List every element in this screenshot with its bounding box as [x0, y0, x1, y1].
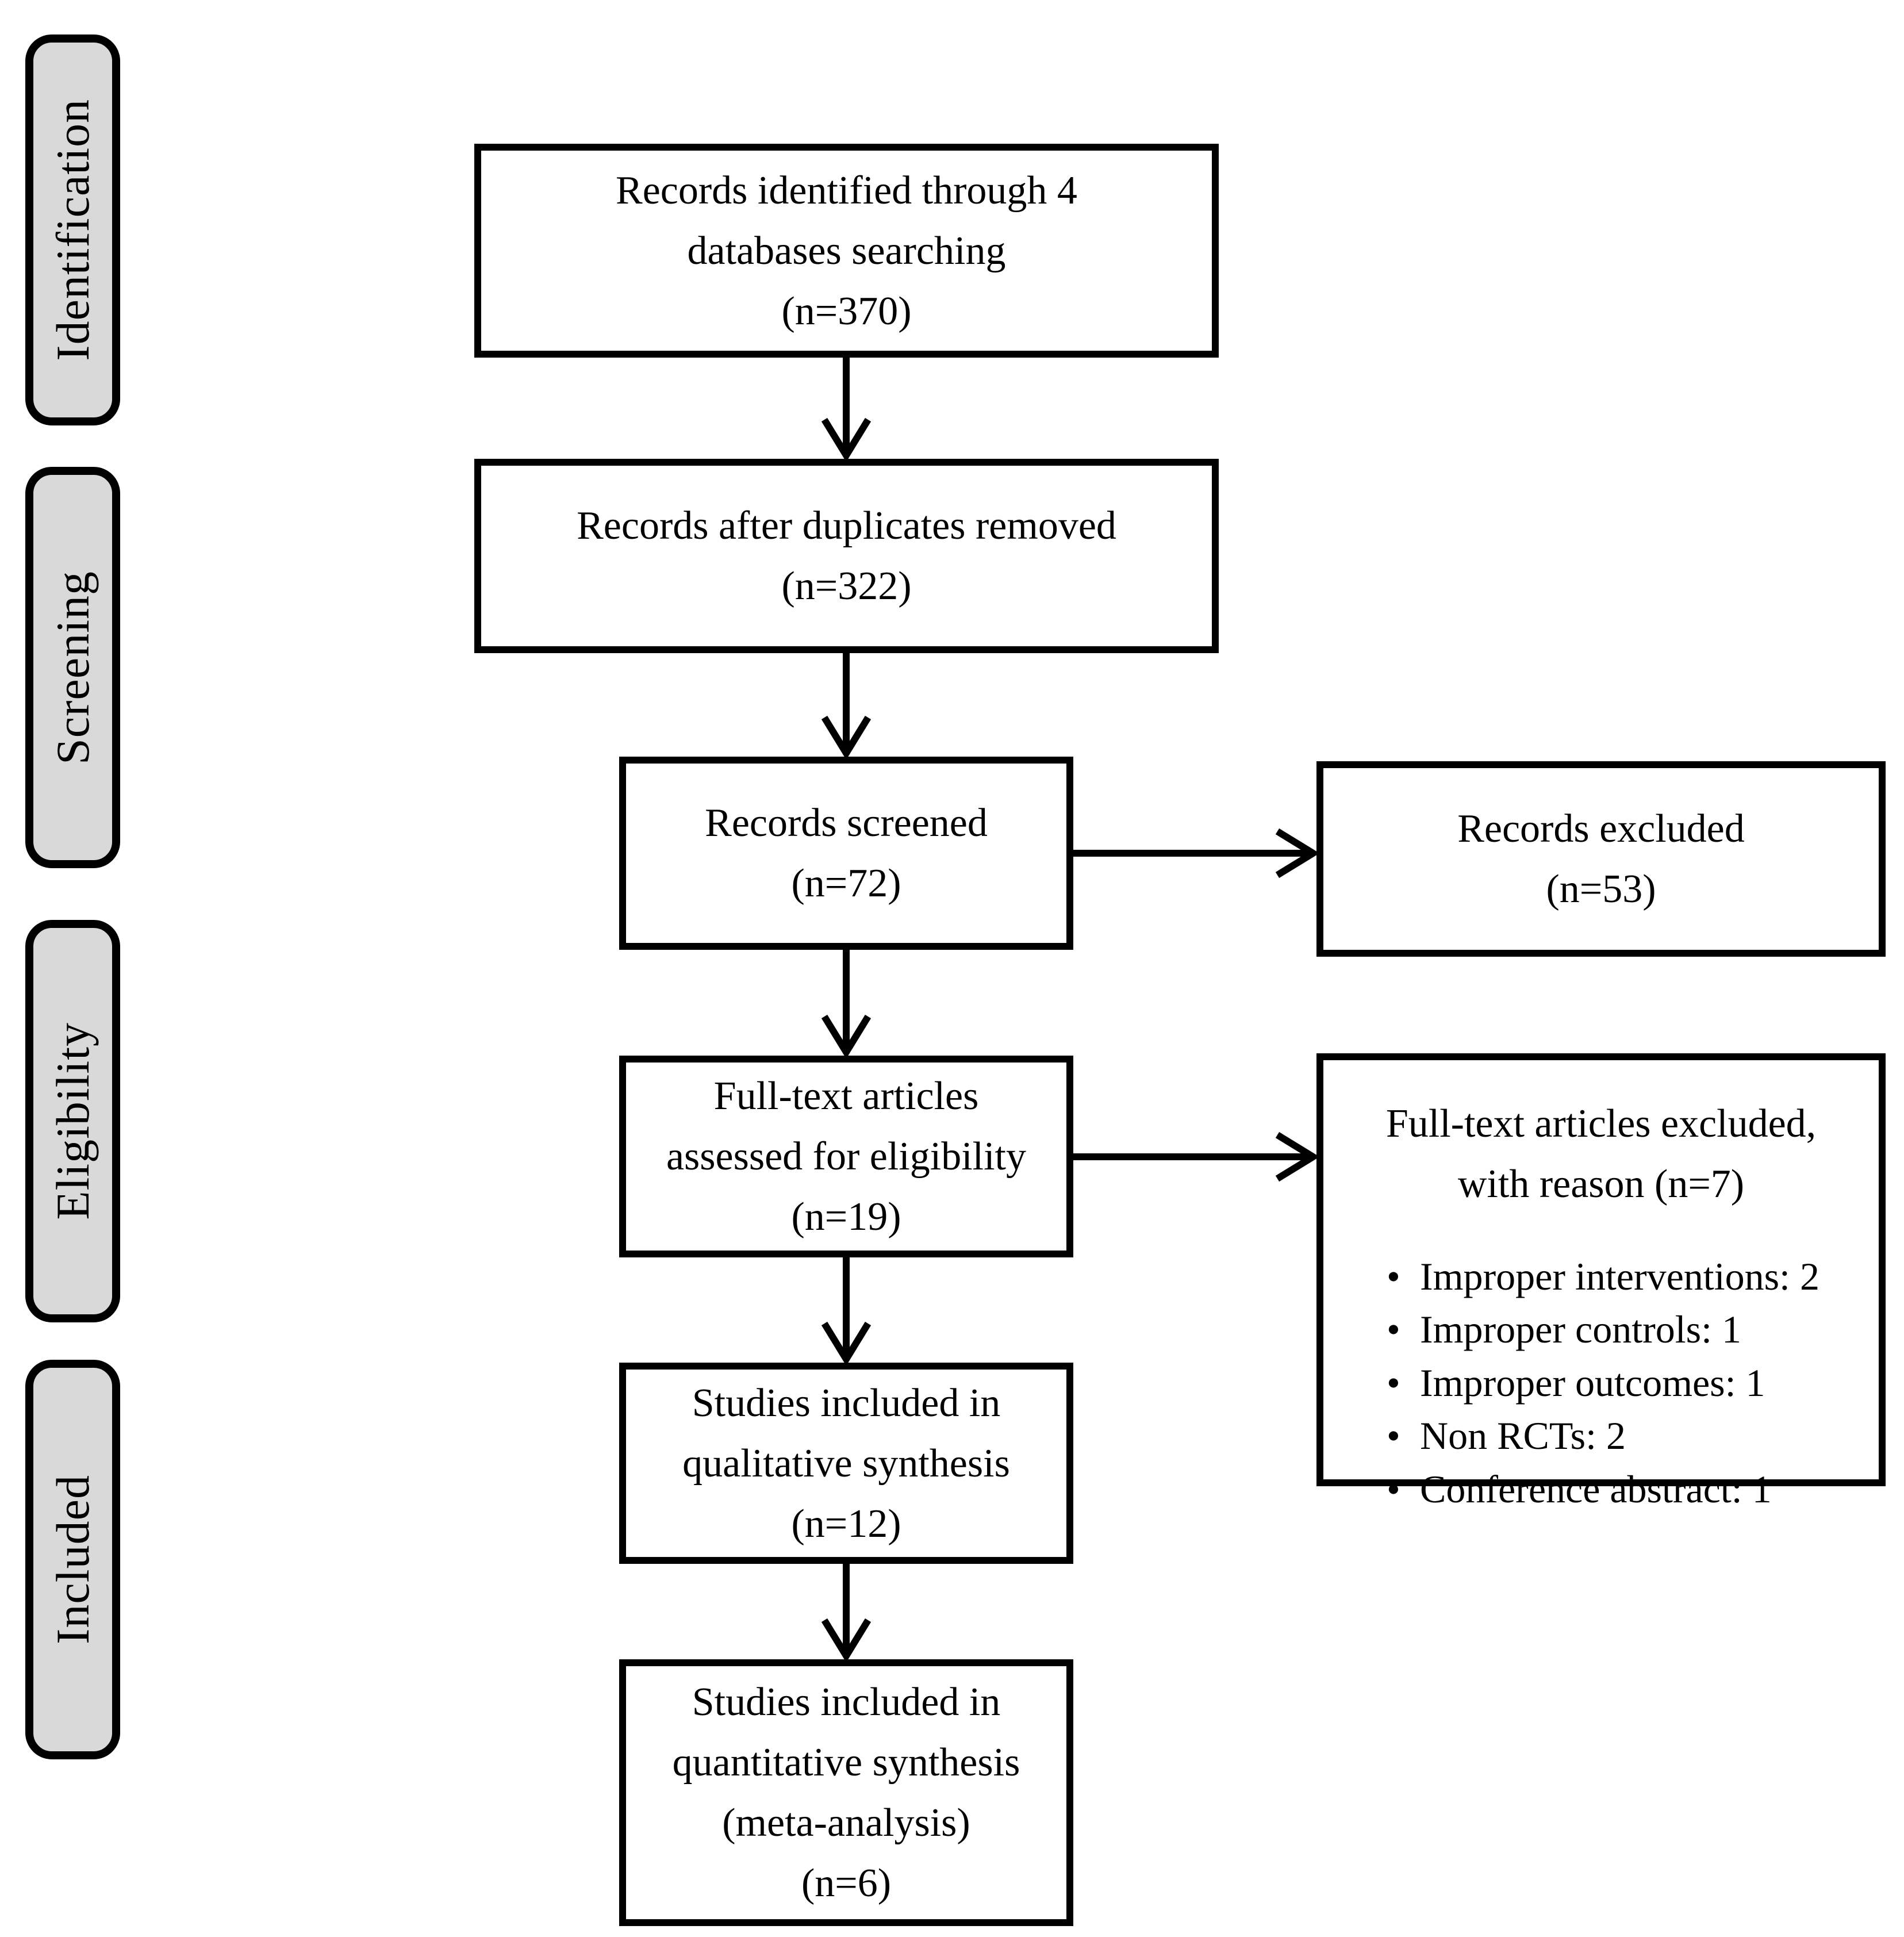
exclusion-reason-text: Improper controls: 1: [1420, 1307, 1741, 1352]
exclusion-reason-text: Non RCTs: 2: [1420, 1414, 1626, 1458]
box-text-line: Studies included in: [692, 1380, 1001, 1425]
box-count: (n=6): [801, 1861, 892, 1905]
box-count: (n=53): [1546, 867, 1656, 911]
stage-identification: Identification: [25, 34, 120, 425]
stage-identification-label: Identification: [46, 99, 99, 361]
stage-eligibility: Eligibility: [25, 920, 120, 1322]
box-count: (n=19): [791, 1195, 901, 1239]
arrow-fulltext-to-qualitative: [821, 1256, 872, 1366]
box-quantitative-synthesis: Studies included in quantitative synthes…: [619, 1659, 1073, 1926]
arrow-fulltext-to-fulltext-excluded: [1072, 1131, 1320, 1182]
box-records-after-duplicates-removed: Records after duplicates removed (n=322): [474, 459, 1219, 653]
exclusion-reason-text: Conference abstract: 1: [1420, 1467, 1772, 1511]
box-text-line: Full-text articles: [713, 1074, 979, 1118]
box-text-line: Records after duplicates removed: [577, 504, 1116, 548]
box-text-line: quantitative synthesis: [672, 1740, 1020, 1785]
box-count: (n=12): [791, 1501, 901, 1546]
stage-screening: Screening: [25, 467, 120, 868]
exclusion-reason: • Non RCTs: 2: [1387, 1409, 1819, 1462]
box-count: (n=72): [791, 861, 901, 906]
arrow-screened-to-fulltext: [821, 949, 872, 1059]
exclusion-reasons-list: • Improper interventions: 2 • Improper c…: [1341, 1250, 1819, 1516]
exclusion-reason-text: Improper outcomes: 1: [1420, 1360, 1765, 1405]
exclusion-reason: • Improper outcomes: 1: [1387, 1356, 1819, 1409]
box-text-line: Records screened: [705, 801, 988, 845]
box-records-identified: Records identified through 4 databases s…: [474, 144, 1219, 358]
bullet-icon: •: [1387, 1467, 1400, 1511]
box-fulltext-excluded: Full-text articles excluded, with reason…: [1316, 1053, 1886, 1511]
box-records-excluded: Records excluded (n=53): [1316, 761, 1886, 957]
stage-eligibility-label: Eligibility: [46, 1022, 99, 1220]
box-text-line: databases searching: [687, 228, 1006, 273]
box-text-line: with reason (n=7): [1457, 1162, 1745, 1206]
arrow-qualitative-to-quantitative: [821, 1563, 872, 1663]
box-text-line: Records identified through 4: [616, 168, 1077, 213]
bullet-icon: •: [1387, 1414, 1400, 1458]
box-text-line: Studies included in: [692, 1680, 1001, 1724]
arrow-deduplicated-to-screened: [821, 652, 872, 760]
box-qualitative-synthesis: Studies included in qualitative synthesi…: [619, 1363, 1073, 1564]
bullet-icon: •: [1387, 1360, 1400, 1405]
box-text-line: (meta-analysis): [722, 1801, 970, 1845]
box-records-screened: Records screened (n=72): [619, 757, 1073, 950]
stage-screening-label: Screening: [46, 570, 99, 765]
exclusion-reason: • Conference abstract: 1: [1387, 1463, 1819, 1516]
box-count: (n=322): [781, 564, 912, 608]
box-count: (n=370): [781, 289, 912, 333]
box-fulltext-assessed: Full-text articles assessed for eligibil…: [619, 1056, 1073, 1257]
box-text-line: qualitative synthesis: [682, 1441, 1010, 1486]
box-text-line: Records excluded: [1457, 807, 1745, 851]
bullet-icon: •: [1387, 1307, 1400, 1352]
arrow-screened-to-records-excluded: [1072, 828, 1320, 879]
exclusion-reason: • Improper controls: 1: [1387, 1303, 1819, 1356]
stage-included-label: Included: [46, 1475, 99, 1644]
box-text-line: assessed for eligibility: [666, 1134, 1026, 1179]
stage-included: Included: [25, 1360, 120, 1759]
exclusion-reason-text: Improper interventions: 2: [1420, 1255, 1819, 1298]
arrow-identified-to-deduplicated: [821, 356, 872, 462]
bullet-icon: •: [1387, 1255, 1400, 1298]
exclusion-reason: • Improper interventions: 2: [1387, 1250, 1819, 1303]
box-text-line: Full-text articles excluded,: [1385, 1102, 1817, 1146]
